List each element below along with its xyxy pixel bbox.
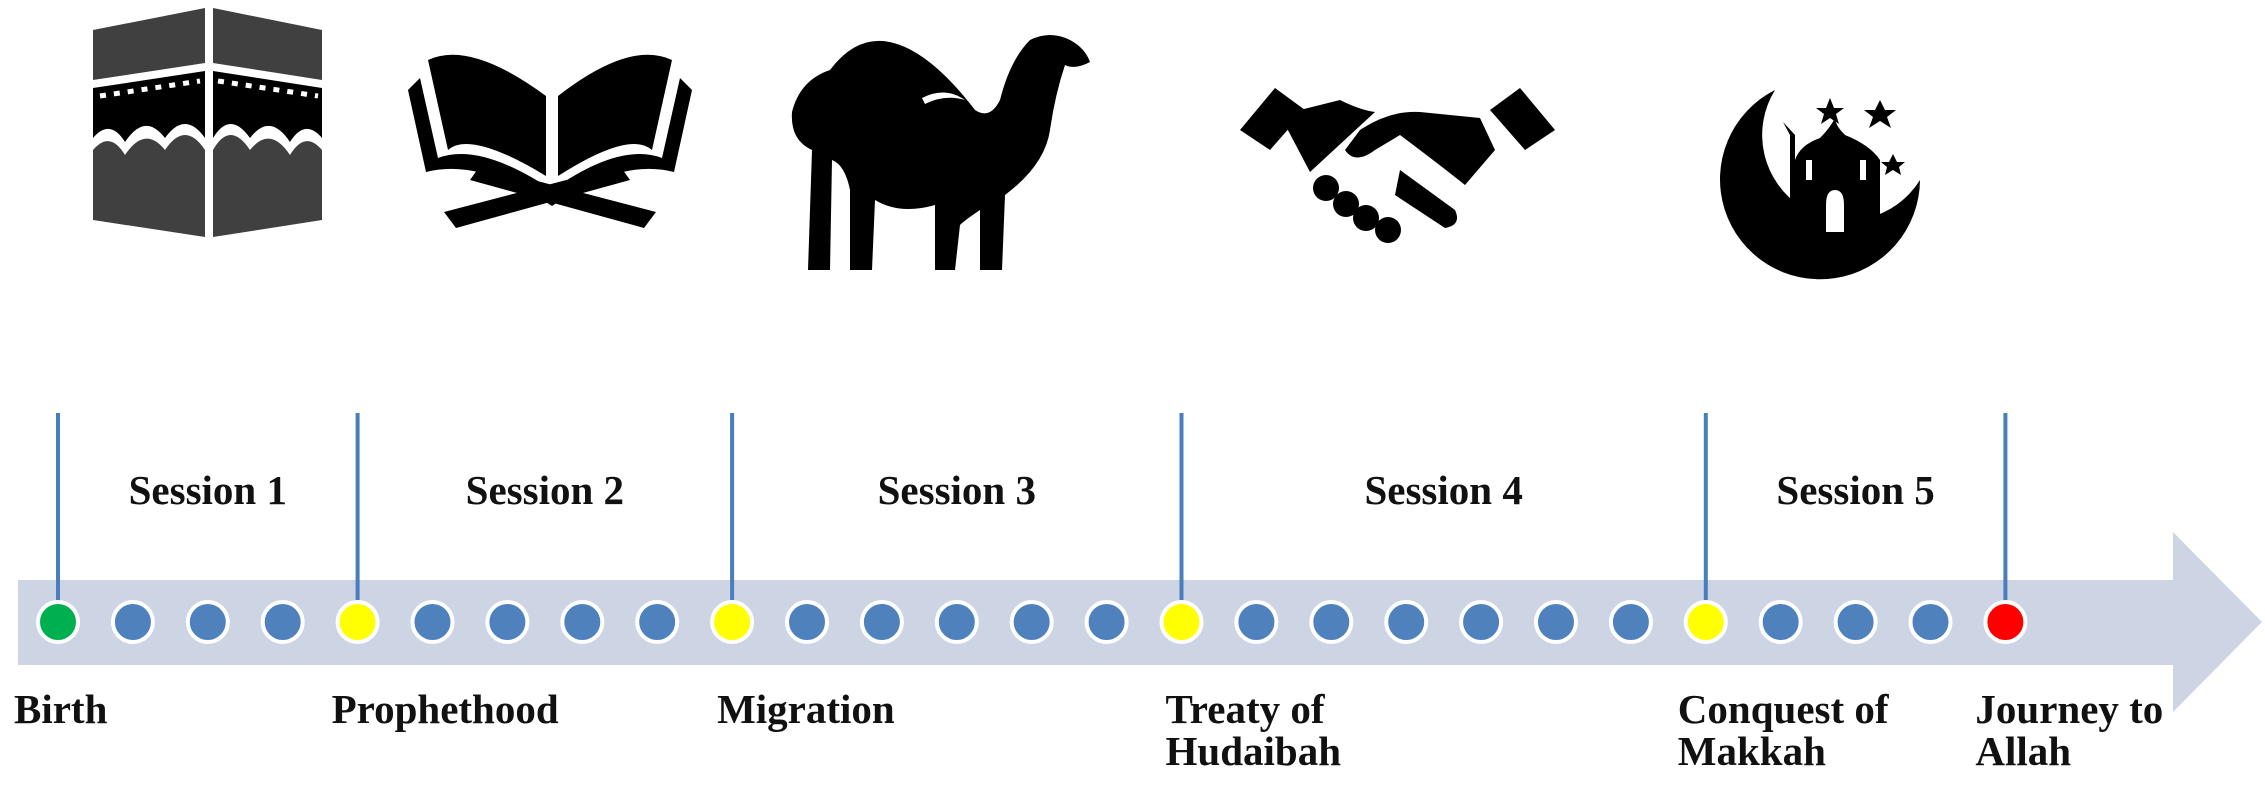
timeline-dot-blue — [1833, 600, 1878, 644]
timeline-dot-blue — [1459, 600, 1504, 644]
timeline-dot-blue — [1309, 600, 1354, 644]
timeline-dot-blue — [635, 600, 680, 644]
timeline-dot-yellow — [335, 600, 380, 644]
timeline-arrow — [18, 532, 2262, 712]
event-label-line1: Conquest of — [1677, 686, 1889, 732]
timeline-dot-blue — [785, 600, 829, 644]
timeline-dot-blue — [410, 600, 455, 644]
timeline-dot-blue — [934, 600, 979, 644]
event-label-line2: Allah — [1975, 728, 2072, 774]
event-label-line2: Makkah — [1677, 728, 1826, 774]
timeline-dot-blue — [1534, 600, 1578, 644]
timeline-dot-blue — [1758, 600, 1803, 644]
timeline-dot-blue — [1908, 600, 1953, 644]
timeline-dot-blue — [1084, 600, 1129, 644]
event-label-line2: Hudaibah — [1165, 728, 1342, 774]
handshake-icon — [1240, 88, 1555, 243]
timeline-dot-blue — [110, 600, 155, 644]
timeline-dot-blue — [260, 600, 305, 644]
timeline-dot-yellow — [710, 600, 755, 644]
event-label-line1: Journey to — [1975, 686, 2164, 732]
timeline-dot-green — [36, 600, 80, 644]
session-label: Session 2 — [465, 467, 625, 513]
session-label: Session 3 — [877, 467, 1036, 513]
timeline-dot-yellow — [1683, 600, 1728, 644]
camel-icon — [791, 35, 1090, 270]
timeline-dot-yellow — [1159, 600, 1204, 644]
event-label-line1: Birth — [14, 686, 108, 732]
mosque-crescent-icon — [1720, 90, 1920, 280]
timeline-dot-red — [1983, 600, 2028, 644]
timeline-dot-blue — [1009, 600, 1054, 644]
timeline-dot-blue — [185, 600, 230, 644]
event-label-line1: Treaty of — [1165, 686, 1325, 732]
event-label: Prophethood — [332, 688, 559, 730]
timeline-dot-blue — [485, 600, 530, 644]
session-label: Session 5 — [1776, 467, 1935, 513]
timeline-dot-blue — [560, 600, 605, 644]
event-label-line1: Prophethood — [331, 686, 559, 732]
kaaba-band — [93, 63, 322, 155]
session-label: Session 1 — [128, 467, 287, 513]
session-label: Session 4 — [1364, 467, 1523, 513]
quran-icon — [408, 54, 692, 228]
timeline-dot-blue — [1234, 600, 1279, 644]
event-label: Migration — [717, 688, 895, 730]
timeline-dot-blue — [859, 600, 904, 644]
event-label: Birth — [14, 688, 107, 730]
timeline-dot-blue — [1608, 600, 1653, 644]
event-label-line1: Migration — [717, 686, 895, 732]
timeline-dot-blue — [1384, 600, 1429, 644]
